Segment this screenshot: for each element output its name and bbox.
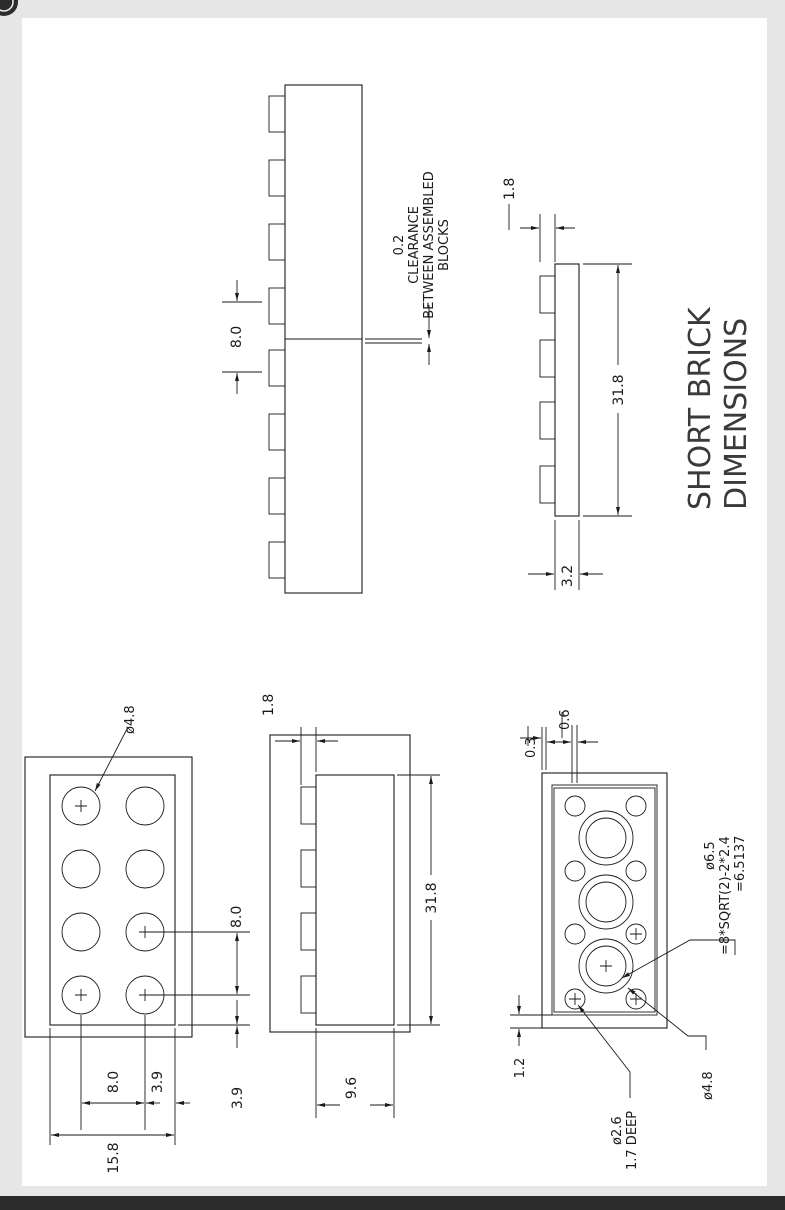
side-stud-height-label: 1.8: [261, 694, 277, 716]
top-width-label: 15.8: [106, 1142, 122, 1173]
bottom-view-inner-wall: [551, 784, 658, 1016]
small-brick-outline: [554, 263, 580, 517]
bottom-view-tubes: [578, 810, 634, 994]
stud-pitch-dimension: 8.0: [222, 280, 262, 394]
top-view-brick-outline: [49, 774, 176, 1026]
side-height-dimension: 9.6: [315, 1028, 395, 1118]
bottom-view: 0.3 0.6 1.2 ø6.5 =8*SQRT(2)-2*2.4 =6.513…: [510, 709, 748, 1170]
dim-0-3-label: 0.3: [524, 737, 539, 758]
drawing-title: SHORT BRICK DIMENSIONS: [683, 306, 754, 510]
clearance-label-line-1: CLEARANCE: [407, 206, 422, 284]
small-length-dimension: 31.8: [583, 263, 632, 517]
side-view: 1.8 31.8 9.6: [261, 694, 440, 1118]
dim-1-2: 1.2: [510, 995, 552, 1078]
top-bottom-pitch-label: 8.0: [106, 1071, 122, 1093]
inner-diameter-callout: ø4.8: [627, 987, 716, 1100]
pin-label-line-1: ø2.6: [610, 1116, 625, 1145]
assembly-studs: [268, 95, 286, 579]
stud-diameter-label: ø4.8: [123, 705, 138, 734]
assembly-view: 8.0 0.2 CLEARANCE BETWEEN ASSEMBLED BLOC…: [222, 84, 452, 594]
small-side-view: 1.8 31.8 3.2: [502, 178, 632, 590]
side-height-label: 9.6: [344, 1077, 360, 1099]
dim-1-2-label: 1.2: [513, 1058, 528, 1079]
title-line-2: DIMENSIONS: [719, 318, 754, 510]
side-view-brick-outline: [315, 774, 395, 1026]
side-stud-height-dimension: 1.8: [261, 694, 338, 785]
top-edge-label: 3.9: [230, 1087, 246, 1109]
top-bottom-dimensions: 8.0 3.9 15.8: [49, 1015, 190, 1174]
pin-callout: ø2.6 1.7 DEEP: [577, 1004, 640, 1170]
tube-label-line-1: ø6.5: [703, 841, 718, 870]
clearance-label-line-3: BLOCKS: [437, 219, 452, 271]
clearance-label-line-2: BETWEEN ASSEMBLED: [422, 171, 437, 318]
stud-pitch-label: 8.0: [229, 326, 245, 348]
side-length-dimension: 31.8: [397, 774, 440, 1026]
small-wall-dimension: 3.2: [528, 520, 603, 590]
small-wall-label: 3.2: [560, 565, 576, 587]
top-pitch-dimension: 8.0: [145, 906, 250, 996]
tube-label-line-3: =6.5137: [733, 836, 748, 892]
title-line-1: SHORT BRICK: [683, 306, 718, 510]
stud-diameter-callout: ø4.8: [94, 705, 138, 792]
top-bottom-edge-label: 3.9: [150, 1071, 166, 1093]
bottom-bar: [0, 1196, 785, 1210]
side-length-label: 31.8: [424, 882, 440, 913]
top-view-outer-frame: [24, 756, 193, 1038]
inner-diameter-label: ø4.8: [701, 1071, 716, 1100]
wall-thickness-dimensions: 0.3 0.6: [520, 709, 598, 783]
small-length-label: 31.8: [611, 374, 627, 405]
side-view-outer-frame: [269, 734, 411, 1033]
pin-label-line-2: 1.7 DEEP: [625, 1111, 640, 1170]
side-view-studs: [300, 786, 317, 1014]
clearance-dimension: 0.2 CLEARANCE BETWEEN ASSEMBLED BLOCKS: [365, 171, 452, 365]
bottom-view-outer-wall: [541, 772, 668, 1029]
top-view: ø4.8 8.0 3.9: [24, 705, 250, 1174]
bottom-view-ribs: [553, 787, 656, 1013]
small-side-studs: [539, 275, 556, 504]
small-stud-height-dimension: 1.8: [502, 178, 575, 262]
top-pitch-label: 8.0: [229, 906, 245, 928]
circle-badge-icon: [0, 0, 18, 16]
top-edge-dimension: 3.9: [178, 1000, 250, 1109]
tube-callout: ø6.5 =8*SQRT(2)-2*2.4 =6.5137: [621, 836, 748, 979]
tube-label-line-2: =8*SQRT(2)-2*2.4: [718, 836, 733, 955]
bottom-view-pins: [564, 795, 647, 1010]
small-stud-height-label: 1.8: [502, 178, 518, 200]
dim-0-6-label: 0.6: [558, 709, 573, 730]
clearance-value-label: 0.2: [392, 235, 407, 256]
